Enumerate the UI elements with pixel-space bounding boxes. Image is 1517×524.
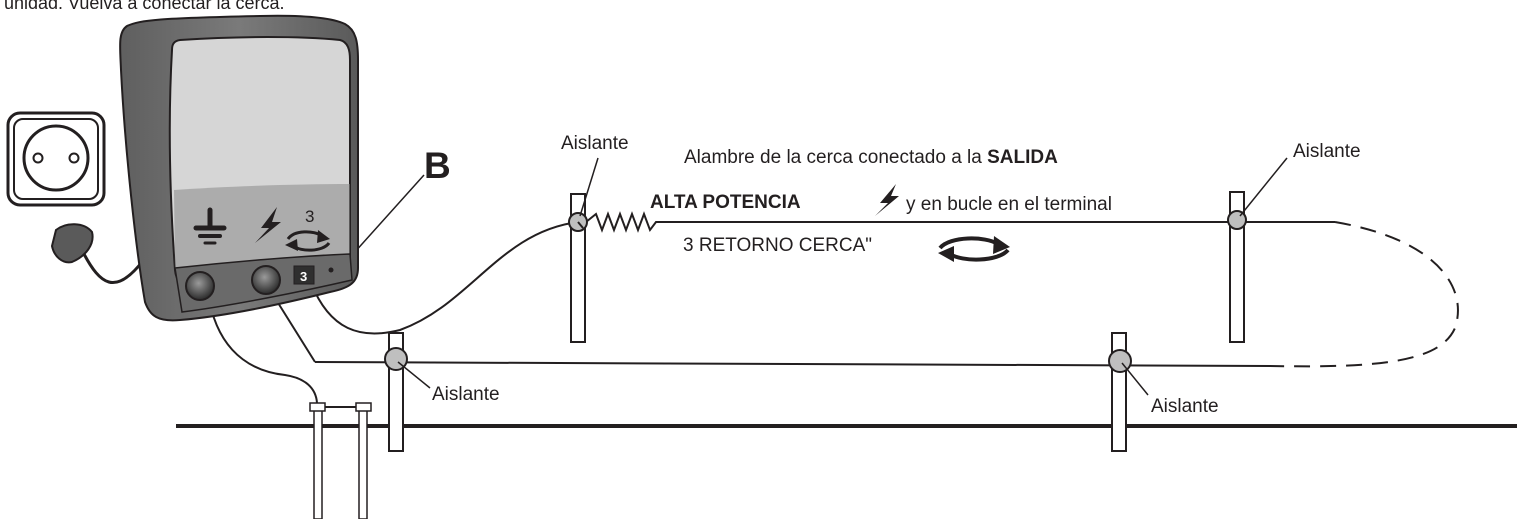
description-line2-suffix: y en bucle en el terminal	[906, 194, 1112, 215]
terminal-3-plate	[293, 265, 315, 285]
ground-icon	[193, 207, 227, 245]
ground-rods	[309, 402, 372, 520]
return-loop-icon-description	[938, 236, 1010, 262]
description-line1: Alambre de la cerca conectado a la SALID…	[684, 147, 1058, 168]
insulator-top-left	[568, 212, 588, 232]
terminal-3-plate-label: 3	[300, 269, 307, 284]
output-terminal	[251, 265, 281, 295]
lightning-icon-description	[875, 184, 899, 216]
plug-icon	[50, 223, 144, 285]
lightning-icon	[255, 207, 281, 243]
label-b: B	[424, 145, 451, 186]
top-caption: unidad. Vuelva a conectar la cerca.	[4, 0, 285, 13]
description-line1-prefix: Alambre de la cerca conectado a la	[684, 147, 987, 168]
terminal-3-label: 3	[305, 207, 314, 226]
insulator-top-right	[1227, 210, 1247, 230]
ground-terminal	[185, 271, 215, 301]
terminal-3-post	[328, 267, 334, 273]
post-top-right	[1229, 191, 1245, 343]
insulator-label-bottom-right: Aislante	[1151, 396, 1219, 417]
insulator-label-top-right: Aislante	[1293, 141, 1361, 162]
power-socket-icon	[6, 111, 106, 207]
insulator-label-top-left: Aislante	[561, 133, 629, 154]
description-line3: 3 RETORNO CERCA"	[683, 235, 872, 256]
description-line1-bold: SALIDA	[987, 147, 1058, 168]
description-line2-bold: ALTA POTENCIA	[650, 192, 801, 213]
energizer-unit	[119, 14, 359, 322]
insulator-bottom-right	[1108, 349, 1132, 373]
insulator-label-bottom-left: Aislante	[432, 384, 500, 405]
return-loop-icon	[285, 230, 331, 252]
